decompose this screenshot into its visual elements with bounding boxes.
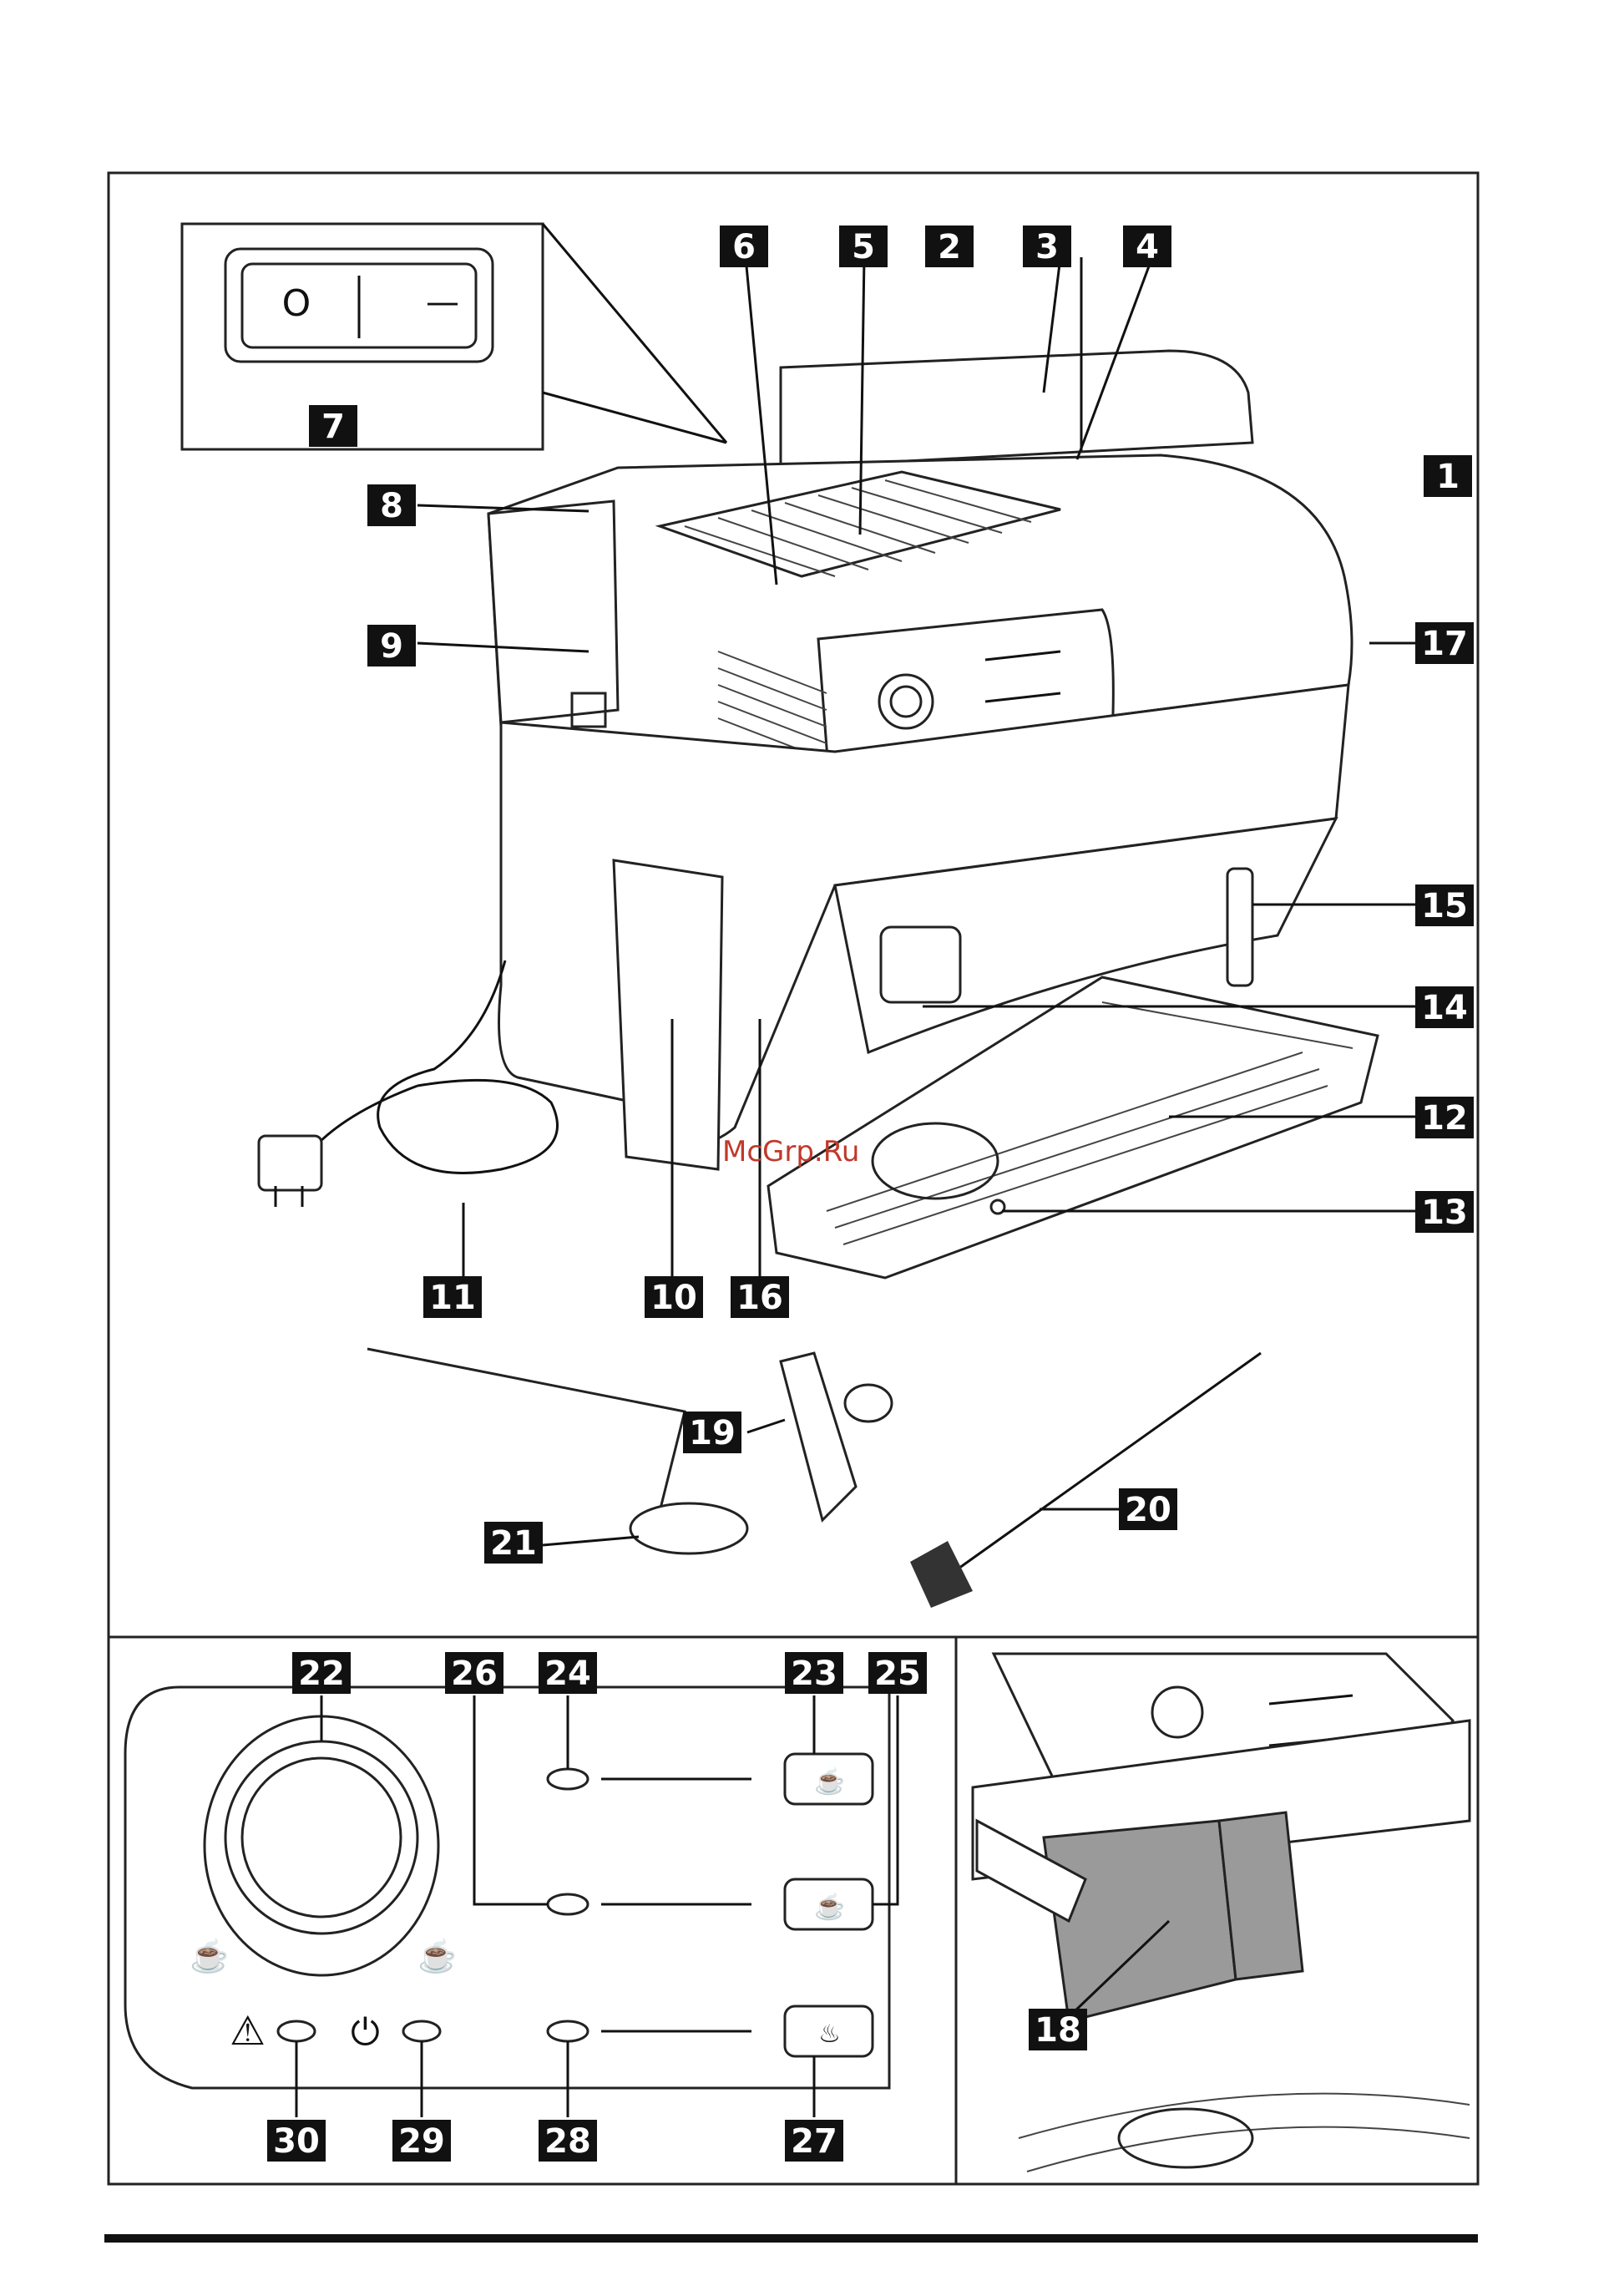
- callout-24: 24: [539, 1652, 597, 1694]
- brew-unit: [1044, 1821, 1236, 2021]
- svg-text:14: 14: [1421, 989, 1468, 1027]
- cleaning-brush-bristles: [910, 1541, 973, 1608]
- brew-group-detail: [973, 1654, 1470, 2172]
- callout-10: 10: [645, 1276, 703, 1318]
- callout-15: 15: [1415, 884, 1474, 926]
- drip-tray: [768, 977, 1378, 1278]
- callout-7: 7: [309, 405, 357, 447]
- callout-16: 16: [731, 1276, 789, 1318]
- svg-text:5: 5: [852, 228, 875, 266]
- steam-wand: [1227, 869, 1252, 986]
- callout-11: 11: [423, 1276, 482, 1318]
- callout-25: 25: [868, 1652, 927, 1694]
- inset-pointer-bottom: [543, 393, 726, 443]
- svg-text:1: 1: [1436, 458, 1460, 496]
- power-switch-inset: O —: [182, 224, 726, 449]
- callout-28: 28: [539, 2120, 597, 2162]
- svg-text:17: 17: [1421, 625, 1468, 663]
- svg-text:8: 8: [380, 487, 403, 525]
- callout-9: 9: [367, 625, 416, 666]
- callout-18: 18: [1029, 2009, 1087, 2050]
- svg-text:24: 24: [544, 1655, 591, 1693]
- callout-12: 12: [1415, 1097, 1474, 1138]
- svg-text:29: 29: [398, 2122, 445, 2161]
- callout-29: 29: [392, 2120, 451, 2162]
- callout-17: 17: [1415, 622, 1474, 664]
- svg-text:23: 23: [791, 1655, 837, 1693]
- svg-text:15: 15: [1421, 887, 1468, 925]
- svg-text:25: 25: [874, 1655, 921, 1693]
- svg-text:21: 21: [490, 1524, 537, 1563]
- switch-off-symbol: O: [282, 282, 311, 325]
- water-tank: [488, 501, 618, 722]
- double-cup-icon: ☕: [814, 1891, 845, 1921]
- svg-text:4: 4: [1136, 228, 1159, 266]
- callout-4: 4: [1123, 226, 1171, 267]
- callout-19: 19: [683, 1412, 741, 1453]
- grounds-drawer: [614, 860, 722, 1169]
- callout-2: 2: [925, 226, 974, 267]
- svg-text:16: 16: [736, 1279, 783, 1317]
- callout-30: 30: [267, 2120, 326, 2162]
- cleaning-brush-handle: [956, 1353, 1261, 1570]
- callout-6: 6: [720, 226, 768, 267]
- single-cup-icon: ☕: [814, 1766, 845, 1796]
- frother-nozzle: [781, 1353, 856, 1520]
- callout-1: 1: [1424, 455, 1472, 497]
- svg-text:7: 7: [321, 408, 345, 446]
- svg-text:18: 18: [1035, 2011, 1081, 2050]
- svg-text:6: 6: [732, 228, 756, 266]
- callout-13: 13: [1415, 1191, 1474, 1233]
- callout-27: 27: [785, 2120, 843, 2162]
- svg-text:19: 19: [689, 1414, 736, 1452]
- callout-8: 8: [367, 484, 416, 526]
- inset-pointer-top: [543, 224, 726, 443]
- callout-3: 3: [1023, 226, 1071, 267]
- callout-26: 26: [445, 1652, 503, 1694]
- svg-text:2: 2: [938, 228, 961, 266]
- watermark-text: McGrp.Ru: [722, 1135, 859, 1168]
- control-panel-detail: ☕ ☕ ⚠ ⏻ ☕ ☕ ♨: [125, 1687, 889, 2088]
- svg-text:22: 22: [298, 1655, 345, 1693]
- measuring-scoop-handle: [367, 1349, 685, 1512]
- callout-14: 14: [1415, 986, 1474, 1028]
- coffee-spout: [881, 927, 960, 1002]
- page-rule: [104, 2234, 1478, 2243]
- warning-icon: ⚠: [230, 2010, 266, 2054]
- switch-on-symbol: —: [426, 283, 459, 322]
- weak-coffee-icon: ☕: [190, 1937, 229, 1974]
- measuring-scoop-bowl: [630, 1503, 747, 1553]
- callout-5: 5: [839, 226, 888, 267]
- svg-text:11: 11: [429, 1279, 476, 1317]
- accessories: [367, 1349, 1261, 1608]
- svg-text:3: 3: [1035, 228, 1059, 266]
- bean-hopper: [781, 351, 1252, 468]
- callout-21: 21: [484, 1522, 543, 1564]
- callout-20: 20: [1119, 1488, 1177, 1530]
- power-icon: ⏻: [351, 2012, 380, 2053]
- svg-text:10: 10: [650, 1279, 697, 1317]
- strong-coffee-icon: ☕: [417, 1937, 457, 1974]
- svg-text:13: 13: [1421, 1194, 1468, 1232]
- svg-text:28: 28: [544, 2122, 591, 2161]
- svg-text:20: 20: [1125, 1491, 1171, 1529]
- svg-text:30: 30: [273, 2122, 320, 2161]
- svg-text:27: 27: [791, 2122, 837, 2161]
- callout-23: 23: [785, 1652, 843, 1694]
- svg-text:9: 9: [380, 627, 403, 666]
- svg-text:12: 12: [1421, 1099, 1468, 1138]
- svg-text:26: 26: [451, 1655, 498, 1693]
- steam-icon: ♨: [818, 2020, 841, 2048]
- selector-knob-machine: [879, 675, 933, 728]
- callout-22: 22: [292, 1652, 351, 1694]
